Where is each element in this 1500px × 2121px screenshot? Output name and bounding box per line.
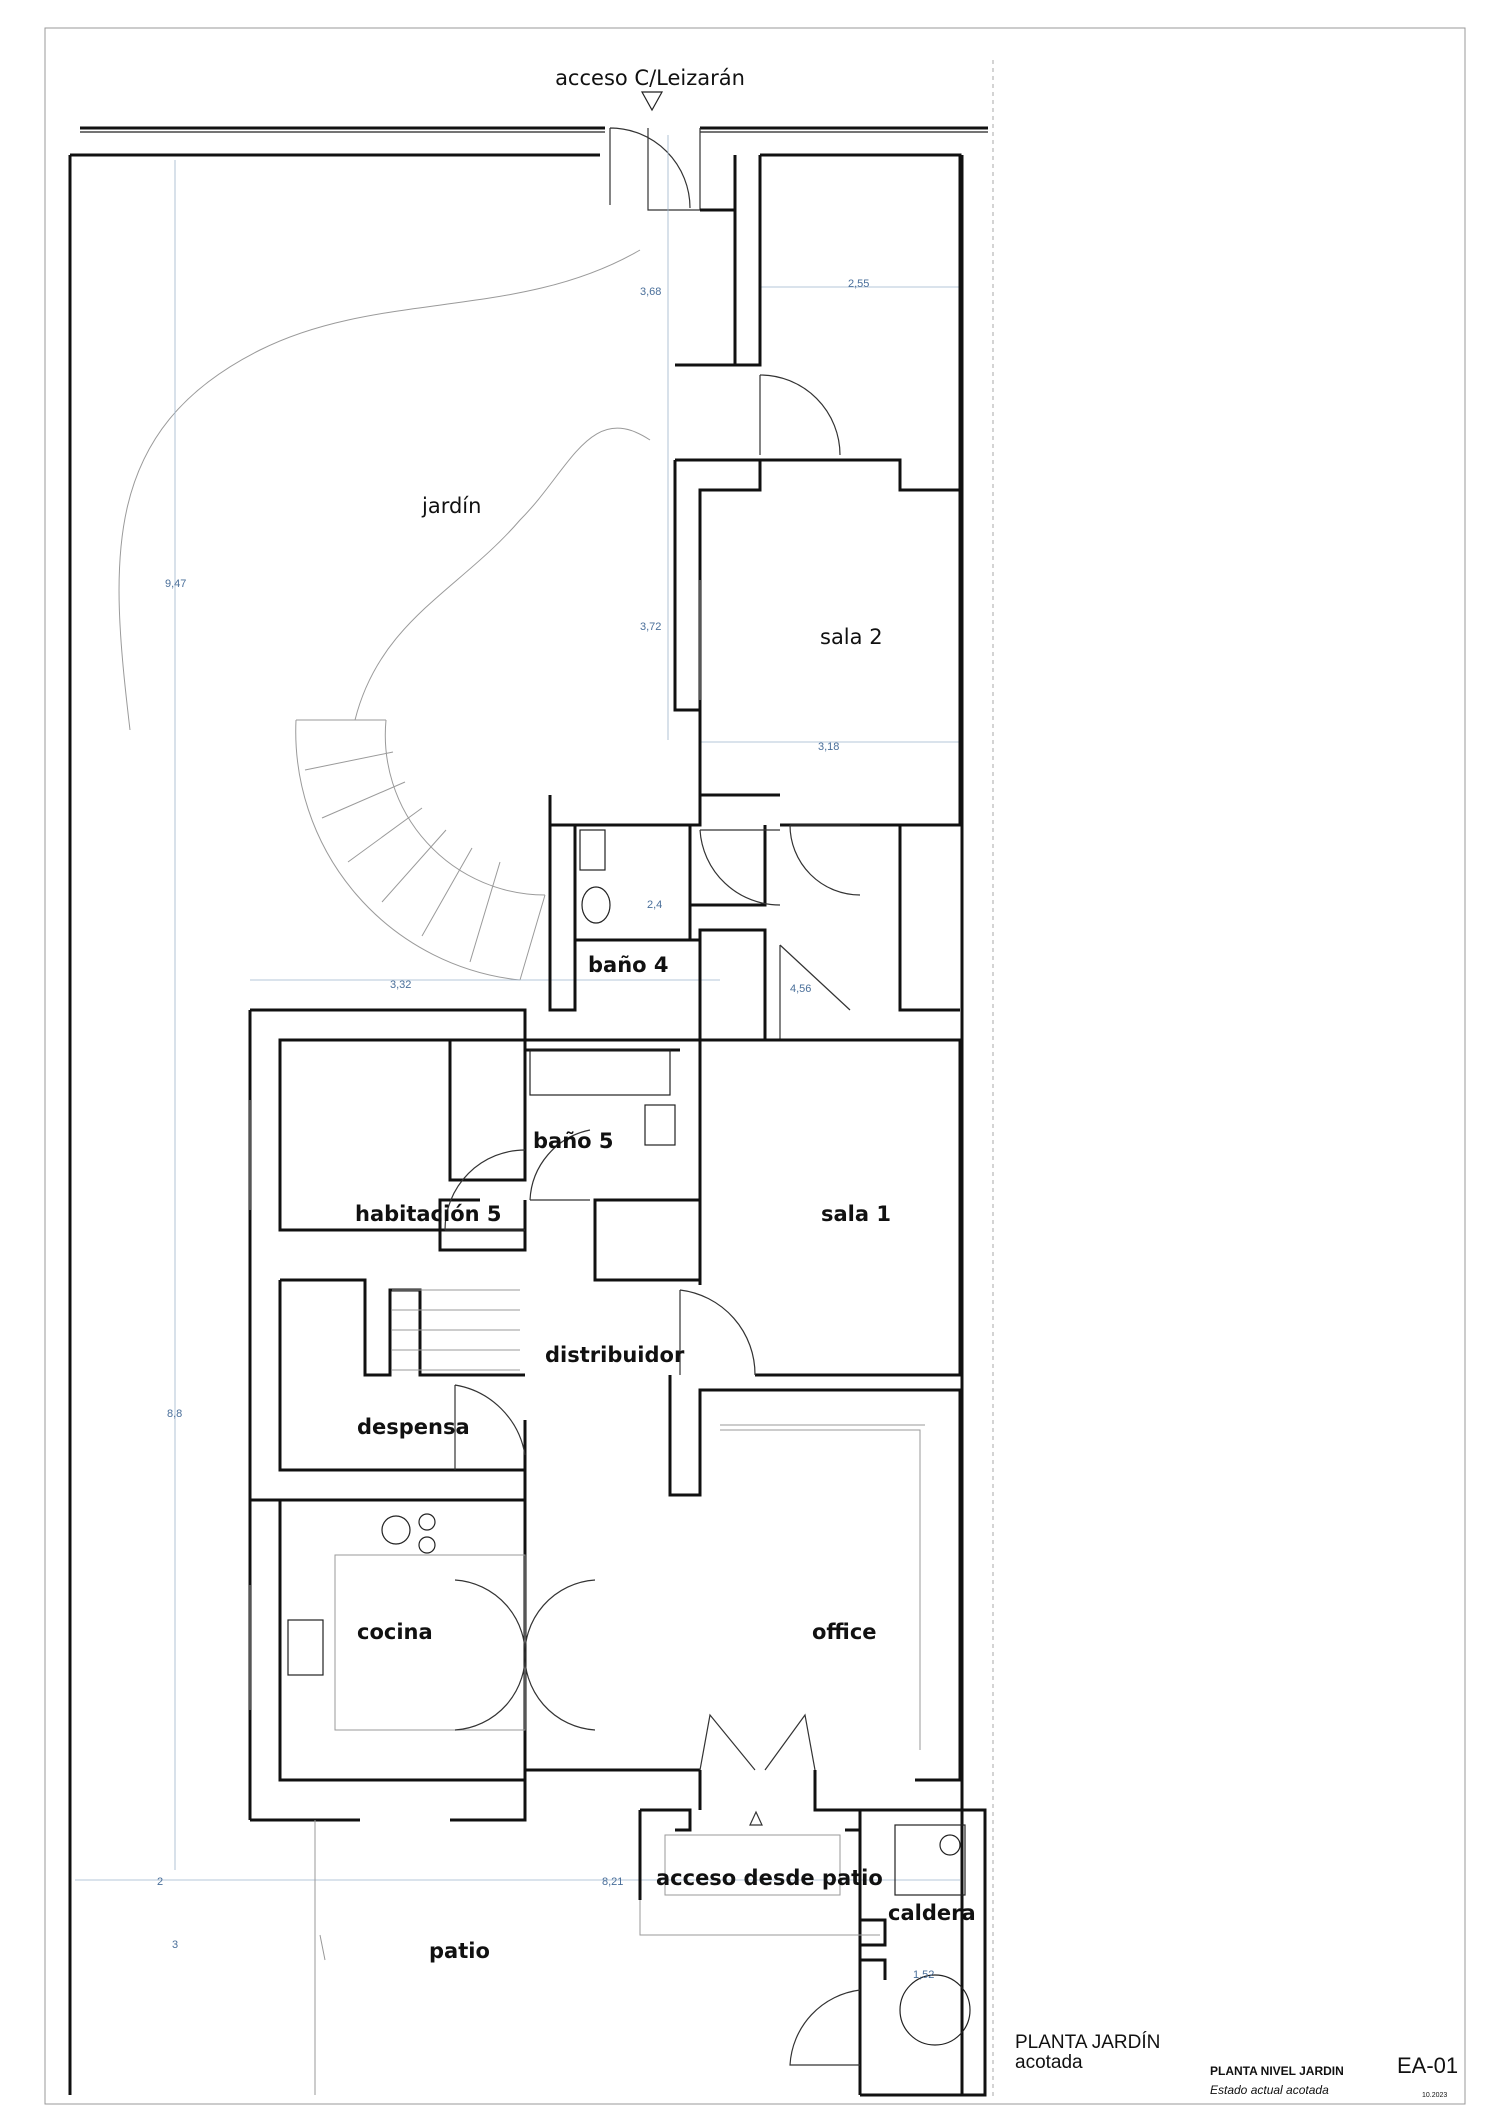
caldera-boiler	[894, 1824, 966, 1896]
entrance-gate	[609, 127, 701, 211]
dim-label-368: 3,68	[640, 286, 661, 298]
garden-path-curve	[118, 249, 651, 731]
bano4-washbasin	[579, 829, 606, 871]
office-walls	[523, 1375, 962, 1782]
bano5-bathtub	[529, 1049, 671, 1096]
sheet-desc: Estado actual acotada	[1210, 2083, 1329, 2097]
sala2-door	[759, 374, 841, 456]
sheet-border	[44, 27, 1466, 2105]
patio-french-door	[699, 1713, 816, 1771]
sheet-name: PLANTA NIVEL JARDIN	[1210, 2064, 1344, 2078]
room-label-bano5: baño 5	[533, 1129, 614, 1153]
title-main: PLANTA JARDÍN	[1015, 2032, 1160, 2053]
office-window	[720, 1424, 925, 1750]
bano4-walls	[548, 795, 960, 1042]
room-label-patio: patio	[429, 1939, 490, 1963]
dim-label-456: 4,56	[790, 983, 811, 995]
dim-label-88: 8,8	[167, 1408, 182, 1420]
dim-label-821: 8,21	[602, 1876, 623, 1888]
hab5-door	[444, 1149, 526, 1231]
entrance-arrow-icon	[640, 91, 664, 112]
dim-label-372: 3,72	[640, 621, 661, 633]
cocina-sink	[287, 1619, 324, 1676]
cocina-hob-1	[381, 1515, 411, 1545]
title-subtitle: acotada	[1015, 2052, 1083, 2073]
dim-label-947: 9,47	[165, 578, 186, 590]
caldera-door	[789, 1989, 861, 2066]
cocina-walls	[250, 1498, 527, 1822]
patio-access-walls	[638, 1770, 987, 2097]
caldera-boiler-dial	[939, 1834, 961, 1856]
room-label-despensa: despensa	[357, 1415, 470, 1439]
sala1-walls	[698, 1038, 962, 1377]
dim-label-3: 3	[172, 1939, 178, 1951]
bano5-washbasin	[644, 1104, 676, 1146]
bano4-door	[699, 829, 781, 906]
room-label-sala2: sala 2	[820, 625, 883, 649]
bano5-door	[529, 1129, 591, 1201]
room-label-bano4: baño 4	[588, 953, 669, 977]
interior-stair	[392, 1289, 520, 1371]
dim-label-332: 3,32	[390, 979, 411, 991]
room-label-distribuidor: distribuidor	[545, 1343, 685, 1367]
sheet-code: EA-01	[1397, 2053, 1458, 2078]
spiral-stair	[295, 719, 546, 981]
corridor-door	[789, 824, 861, 896]
room-label-office: office	[812, 1620, 877, 1644]
dim-label-152: 1,52	[913, 1969, 934, 1981]
room-label-acceso-patio: acceso desde patio	[656, 1866, 883, 1890]
cocina-hob-3	[418, 1536, 436, 1554]
dim-label-318: 3,18	[818, 741, 839, 753]
sala2-walls	[550, 153, 962, 827]
sala1-door	[679, 1289, 756, 1376]
room-label-caldera: caldera	[888, 1901, 976, 1925]
sheet-date: 10.2023	[1422, 2092, 1447, 2099]
cocina-counter	[334, 1554, 526, 1731]
habitacion5-walls	[248, 1008, 527, 1820]
dim-label-255: 2,55	[848, 278, 869, 290]
patio-entrance-arrow-icon	[749, 1810, 763, 1826]
patio-access-step	[664, 1834, 841, 1896]
corridor-door-2	[779, 944, 851, 1040]
room-label-cocina: cocina	[357, 1620, 433, 1644]
bano4-toilet	[581, 886, 611, 924]
room-label-jardin: jardín	[421, 494, 481, 518]
caldera-tank	[899, 1974, 971, 2046]
patio-outline	[314, 1820, 880, 2095]
dim-label-2: 2	[157, 1876, 163, 1888]
room-label-habitacion5: habitación 5	[355, 1202, 502, 1226]
distribuidor-walls	[278, 1278, 527, 1472]
plot-boundary	[68, 153, 600, 2095]
cocina-hob-2	[418, 1513, 436, 1531]
bano5-walls	[525, 1038, 705, 1282]
caldera-walls	[858, 1918, 887, 1980]
despensa-door	[454, 1384, 526, 1470]
room-label-sala1: sala 1	[821, 1202, 891, 1226]
entrance-label: acceso C/Leizarán	[555, 66, 745, 90]
cocina-double-door	[454, 1579, 596, 1731]
dim-label-24: 2,4	[647, 899, 662, 911]
